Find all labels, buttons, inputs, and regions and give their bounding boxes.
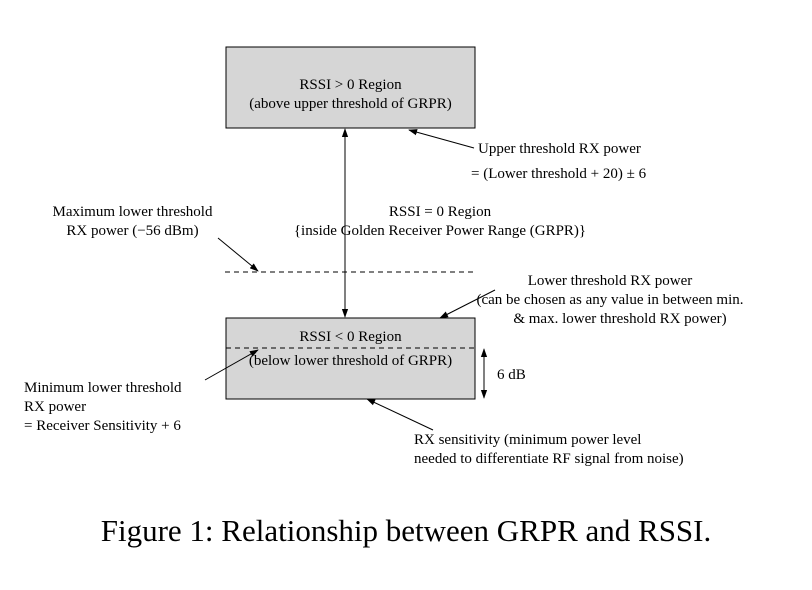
rx-sensitivity-label-line2: needed to differentiate RF signal from n… bbox=[414, 451, 684, 467]
upper-threshold-pointer bbox=[408, 129, 475, 149]
region-middle-line1: RSSI = 0 Region bbox=[388, 204, 492, 220]
lower-threshold-label-line2: (can be chosen as any value in between m… bbox=[476, 292, 744, 308]
lower-threshold-pointer bbox=[439, 289, 496, 319]
region-bottom-box bbox=[225, 317, 476, 400]
upper-threshold-label-line2: = (Lower threshold + 20) ± 6 bbox=[471, 166, 647, 182]
rx-sensitivity-pointer bbox=[366, 398, 434, 431]
min-lower-threshold-label-line3: = Receiver Sensitivity + 6 bbox=[24, 418, 181, 434]
region-top-line2: (above upper threshold of GRPR) bbox=[249, 96, 452, 112]
upper-threshold-label-line1: Upper threshold RX power bbox=[478, 141, 641, 157]
region-top-box bbox=[225, 46, 476, 129]
region-bottom-line2: (below lower threshold of GRPR) bbox=[248, 353, 453, 369]
figure-caption: Figure 1: Relationship between GRPR and … bbox=[100, 513, 712, 548]
region-top-line1: RSSI > 0 Region bbox=[299, 77, 402, 93]
lower-threshold-label-line3: & max. lower threshold RX power) bbox=[513, 311, 727, 327]
min-lower-threshold-label-line2: RX power bbox=[24, 399, 87, 415]
max-lower-threshold-label-line1: Maximum lower threshold bbox=[52, 204, 213, 220]
rx-sensitivity-label-line1: RX sensitivity (minimum power level bbox=[414, 432, 642, 448]
lower-threshold-label-line1: Lower threshold RX power bbox=[527, 273, 693, 289]
max-lower-threshold-pointer bbox=[217, 237, 259, 272]
six-db-label: 6 dB bbox=[497, 367, 526, 383]
min-lower-threshold-pointer bbox=[204, 349, 259, 381]
region-middle-line2: {inside Golden Receiver Power Range (GRP… bbox=[293, 223, 587, 239]
region-bottom-line1: RSSI < 0 Region bbox=[299, 329, 402, 345]
min-lower-threshold-label-line1: Minimum lower threshold bbox=[24, 380, 182, 396]
max-lower-threshold-label-line2: RX power (−56 dBm) bbox=[66, 223, 199, 239]
